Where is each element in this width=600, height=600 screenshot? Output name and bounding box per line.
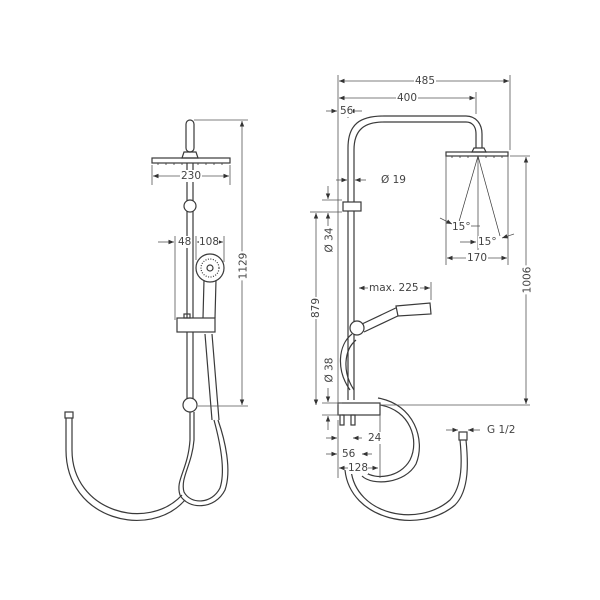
overhead-depth-label: 170 [466, 252, 489, 264]
hose-loop-label: 128 [348, 462, 369, 474]
arm-projection-label: 400 [396, 92, 419, 104]
side-view [337, 115, 509, 521]
wall-offset-label: 56 [340, 105, 354, 117]
pipe-diameter-label: Ø 19 [380, 174, 407, 186]
mixer-diameter-label: Ø 38 [323, 356, 336, 384]
overhead-height-label: 1006 [521, 265, 534, 295]
handshower-reach-label: max. 225 [368, 282, 420, 294]
slider-diameter-label: Ø 34 [323, 226, 336, 254]
front-view [64, 119, 231, 521]
spray-angle-right-label: 15° [478, 236, 497, 248]
inlet-offset-label: 56 [342, 448, 356, 460]
inlet-spacing-label: 24 [367, 432, 383, 444]
overall-projection-label: 485 [414, 75, 437, 87]
handshower-offset-label: 48 [178, 236, 192, 248]
total-height-label: 1129 [237, 251, 250, 281]
overhead-width-label: 230 [180, 170, 203, 182]
handshower-diameter-label: 108 [199, 236, 220, 248]
slider-height-label: 879 [310, 296, 323, 320]
spray-angle-left-label: 15° [452, 221, 471, 233]
connection-thread-label: G 1/2 [486, 424, 517, 436]
